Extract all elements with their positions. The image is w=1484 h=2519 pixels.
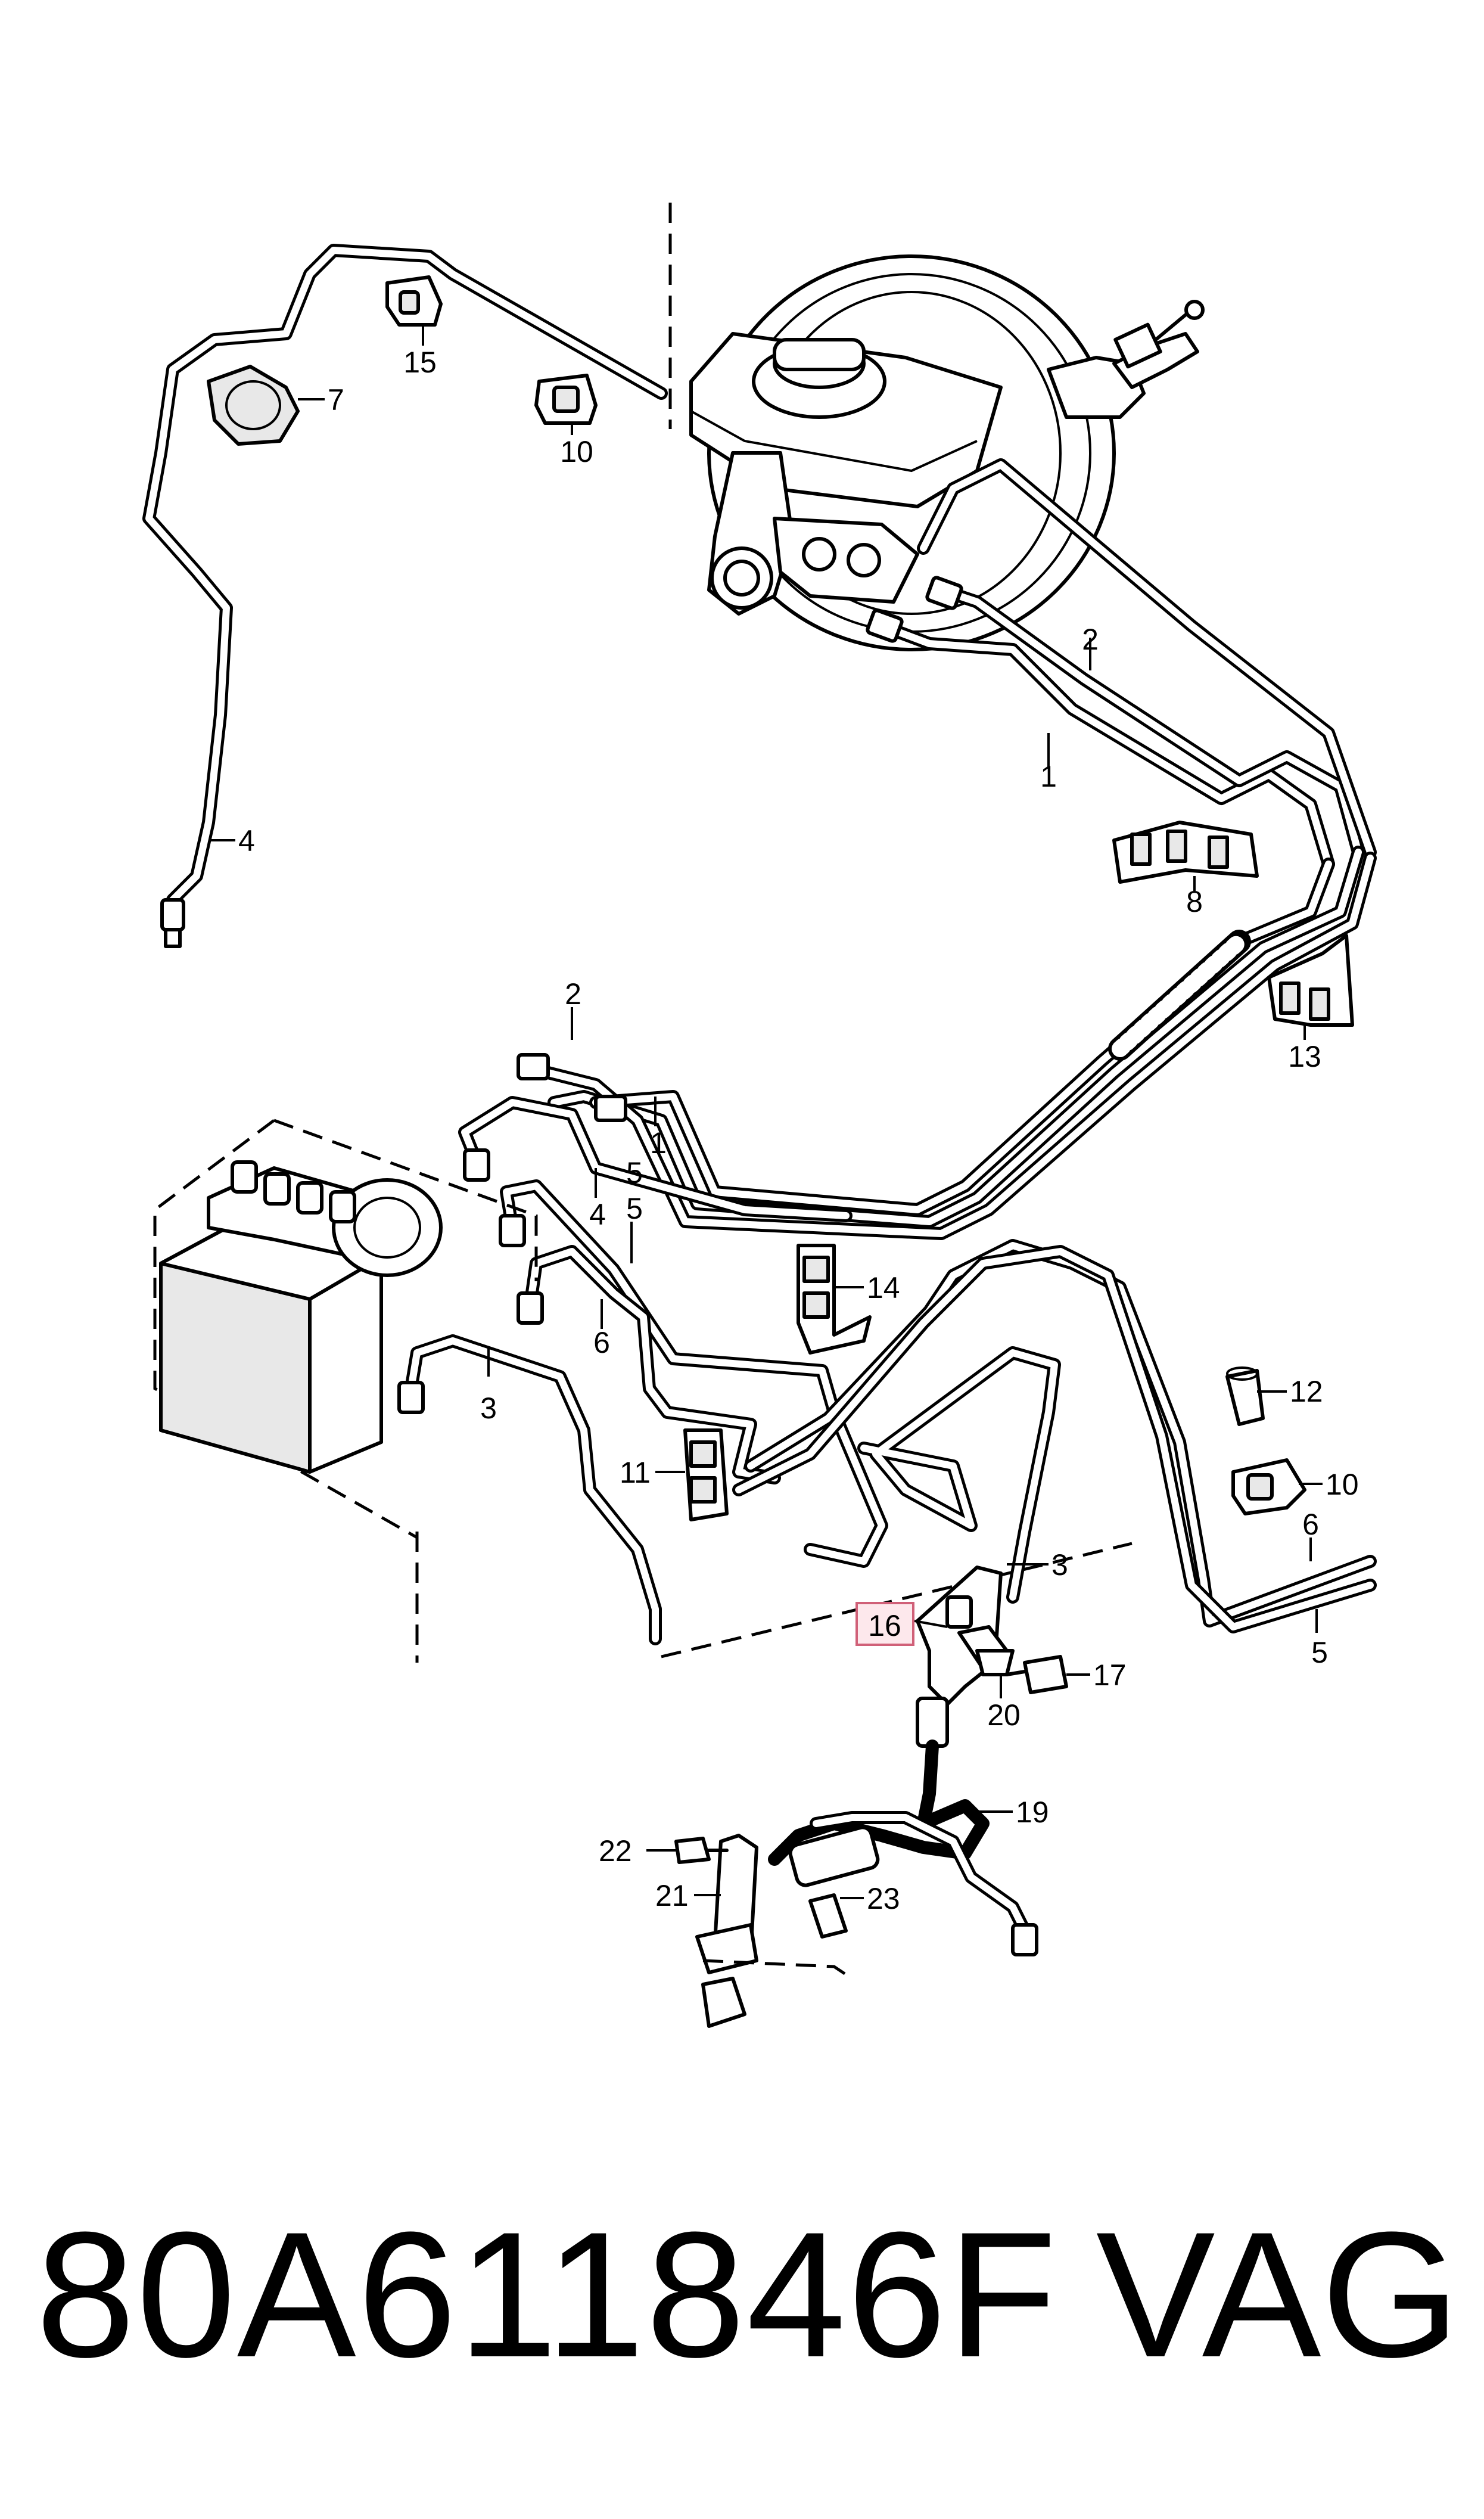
callout-3-right: 3 bbox=[1051, 1548, 1068, 1582]
callout-16: 16 bbox=[868, 1609, 901, 1642]
callout-19: 19 bbox=[1016, 1796, 1049, 1829]
brake-lines-4-5-lower bbox=[458, 1096, 888, 1568]
part-22-bolt bbox=[674, 1837, 729, 1864]
part-20-clip bbox=[975, 1649, 1015, 1676]
callout-5-middle: 5 bbox=[626, 1192, 643, 1225]
callout-6-right: 6 bbox=[1302, 1508, 1319, 1541]
callout-21: 21 bbox=[655, 1879, 689, 1912]
callout-labels: 15 10 7 2 1 4 8 13 2 1 4 5 14 6 3 11 12 … bbox=[238, 346, 1359, 1915]
brand-name: VAG bbox=[1096, 2194, 1460, 2394]
part-10-clip-upper bbox=[534, 374, 598, 425]
part-7-grommet bbox=[207, 365, 300, 446]
callout-23: 23 bbox=[867, 1882, 900, 1915]
part-12-sleeve bbox=[1225, 1366, 1265, 1426]
part-number: 80A611846F bbox=[36, 2194, 1058, 2394]
part-13-clip bbox=[1267, 934, 1354, 1027]
callout-16-highlight bbox=[855, 1602, 914, 1646]
callout-5-lower: 5 bbox=[626, 1156, 643, 1189]
callout-8: 8 bbox=[1186, 885, 1203, 918]
callout-13: 13 bbox=[1288, 1040, 1321, 1073]
brake-lines-1-2-upper bbox=[866, 458, 1377, 871]
part-16-bracket bbox=[916, 1566, 1009, 1706]
callout-4-upper: 4 bbox=[238, 824, 255, 858]
callout-22: 22 bbox=[599, 1834, 632, 1868]
part-11-clip bbox=[683, 1428, 729, 1521]
callout-12: 12 bbox=[1290, 1375, 1323, 1408]
brake-lines-3-6 bbox=[397, 1245, 781, 1645]
leader-lines bbox=[209, 325, 1323, 1899]
callout-7: 7 bbox=[328, 383, 344, 417]
part-10-clip-lower bbox=[1231, 1458, 1306, 1515]
callout-2-lower: 2 bbox=[565, 977, 581, 1011]
callout-11: 11 bbox=[620, 1456, 651, 1489]
brake-line-bundle-middle bbox=[517, 846, 1377, 1240]
callout-20: 20 bbox=[987, 1698, 1021, 1732]
callout-5-right: 5 bbox=[1311, 1636, 1328, 1669]
part-14-clip bbox=[797, 1244, 872, 1355]
part-15-clip bbox=[385, 275, 443, 327]
callout-10-lower: 10 bbox=[1326, 1468, 1359, 1501]
callout-6-left: 6 bbox=[593, 1326, 610, 1359]
abs-unit bbox=[153, 1119, 1133, 1663]
part-19-brake-hose bbox=[768, 1697, 1038, 1956]
callout-1-lower: 1 bbox=[650, 1126, 667, 1160]
callout-2-upper: 2 bbox=[1082, 623, 1099, 656]
part-17-bolt bbox=[1005, 1655, 1068, 1694]
brake-line-4-upper bbox=[142, 244, 668, 948]
master-cylinder bbox=[689, 332, 1003, 616]
callout-4-lower: 4 bbox=[589, 1198, 606, 1231]
part-8-clip bbox=[1112, 821, 1259, 884]
callout-1-upper: 1 bbox=[1040, 760, 1057, 793]
callout-3-left: 3 bbox=[480, 1391, 497, 1425]
part-21-bracket bbox=[695, 1834, 853, 2028]
brake-lines-5-6-right bbox=[732, 1239, 1377, 1633]
callout-14: 14 bbox=[867, 1271, 900, 1304]
part-23-clip bbox=[808, 1893, 848, 1939]
callout-17: 17 bbox=[1093, 1658, 1127, 1692]
callout-15: 15 bbox=[403, 346, 437, 379]
callout-10-upper: 10 bbox=[560, 435, 593, 468]
